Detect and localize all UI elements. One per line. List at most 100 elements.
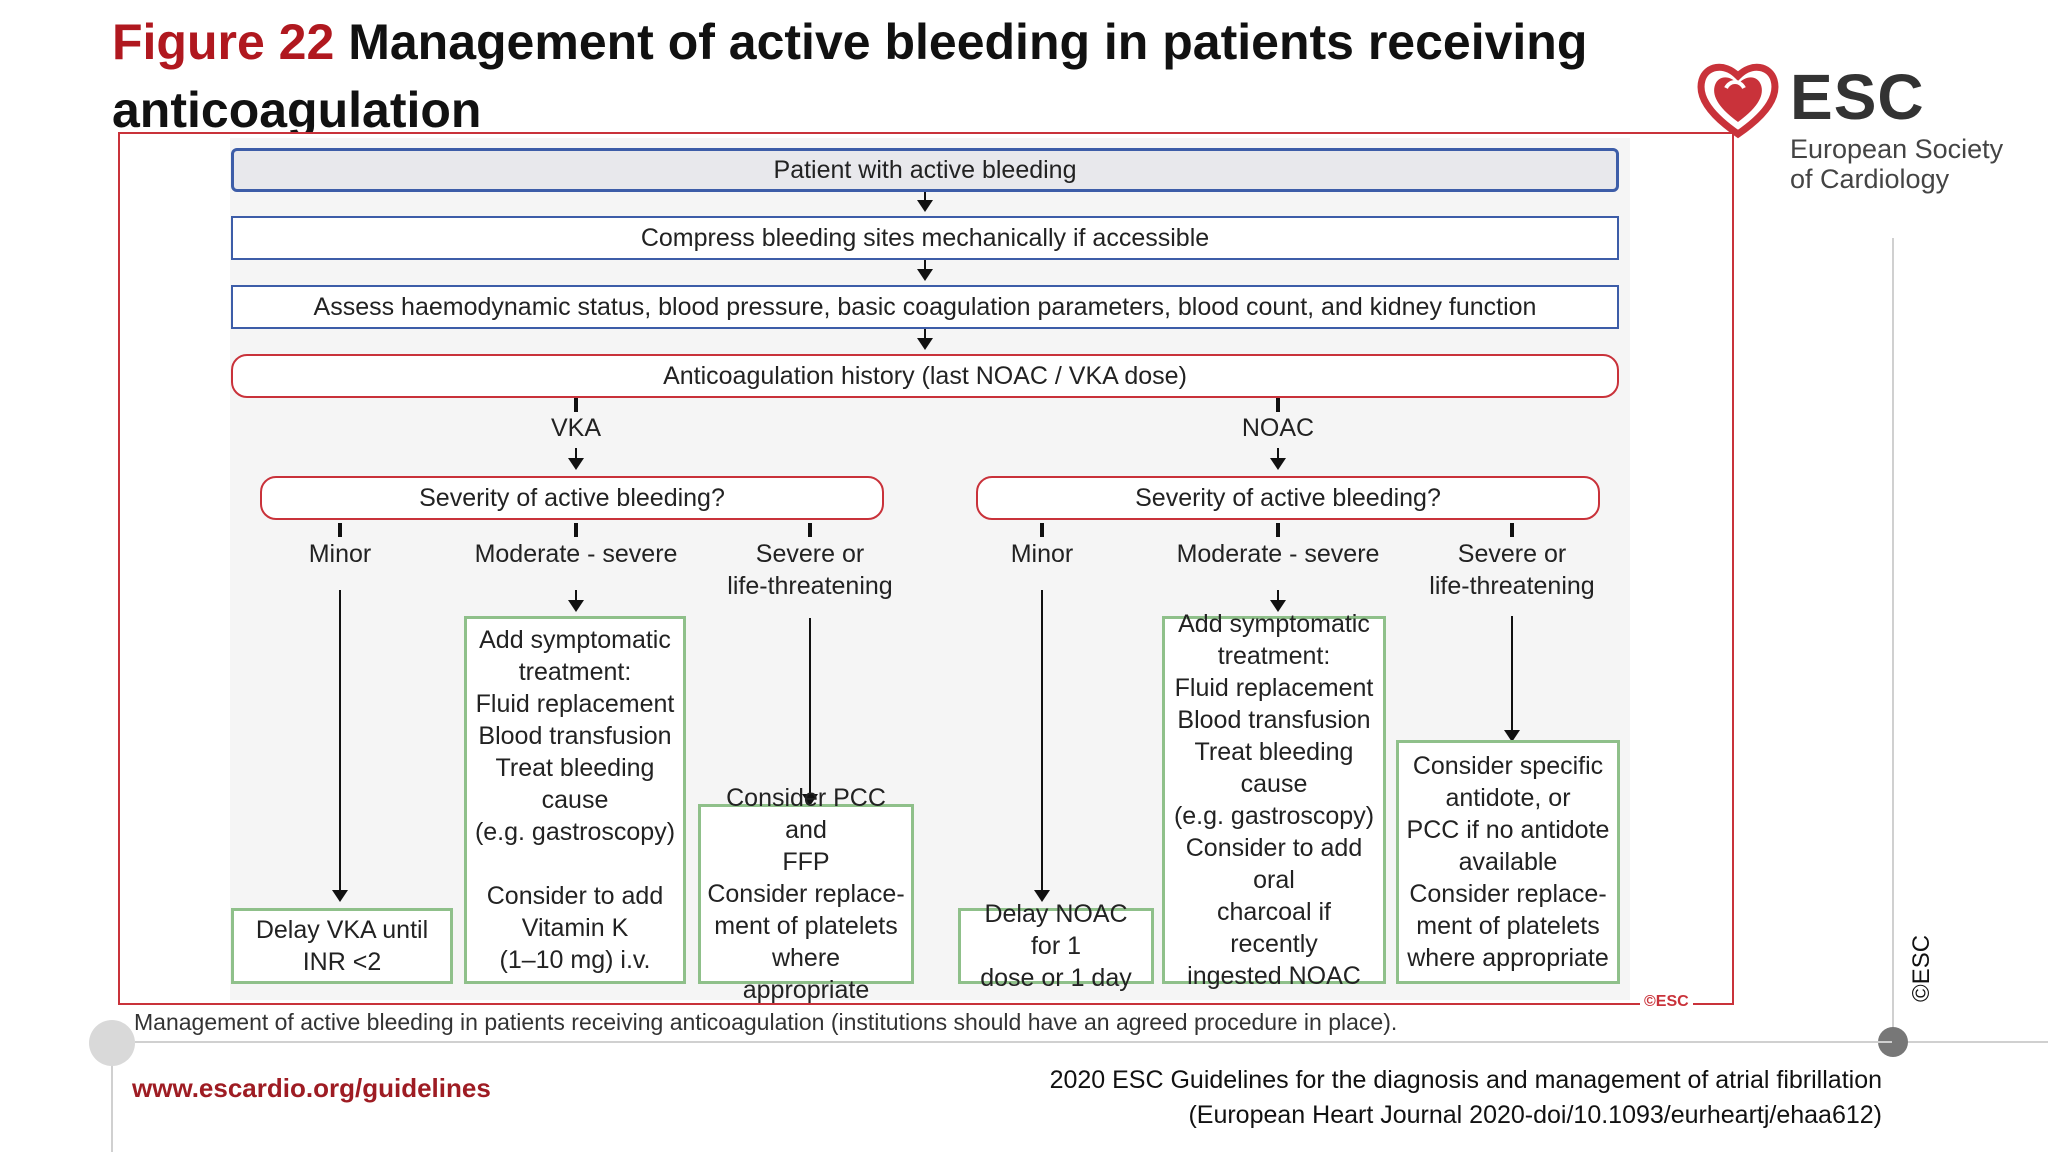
- noac-minor-label: Minor: [1010, 540, 1074, 568]
- arrow-down-icon: [802, 794, 818, 806]
- vka-moderate-label: Moderate - severe: [474, 540, 678, 568]
- connector: [1511, 616, 1513, 732]
- connector: [924, 192, 926, 202]
- noac-severe-line-2: life-threatening: [1429, 572, 1595, 600]
- branch-tick: [574, 398, 578, 412]
- step-compress: Compress bleeding sites mechanically if …: [231, 216, 1619, 260]
- branch-tick: [1276, 523, 1280, 537]
- diagram-copyright: ©ESC: [1640, 993, 1693, 1011]
- vka-moderate-line: (e.g. gastroscopy): [474, 818, 676, 846]
- connector: [809, 618, 811, 796]
- arrow-down-icon: [917, 269, 933, 281]
- vka-severe-line: ment of platelets: [714, 912, 898, 940]
- arrow-down-icon: [917, 338, 933, 350]
- guidelines-link[interactable]: www.escardio.org/guidelines: [132, 1073, 491, 1103]
- noac-moderate-action: Add symptomatic treatment: Fluid replace…: [1162, 610, 1386, 990]
- arrow-down-icon: [1034, 890, 1050, 902]
- noac-moderate-line: charcoal if recently: [1217, 898, 1331, 958]
- branch-tick: [338, 523, 342, 537]
- vka-minor-label: Minor: [308, 540, 372, 568]
- heart-logo-icon: [1697, 63, 1779, 139]
- branch-tick: [1040, 523, 1044, 537]
- arrow-down-icon: [1504, 730, 1520, 742]
- step-active-bleeding: Patient with active bleeding: [231, 148, 1619, 192]
- noac-severe-line: ment of platelets: [1416, 912, 1600, 940]
- step-anticoag-history-text: Anticoagulation history (last NOAC / VKA…: [663, 362, 1187, 390]
- noac-moderate-line: Blood transfusion: [1177, 706, 1371, 734]
- connector: [575, 448, 577, 460]
- vka-severe-line-2: life-threatening: [727, 572, 893, 600]
- logo-brand: ESC: [1790, 61, 1925, 133]
- arrow-down-icon: [568, 458, 584, 470]
- branch-tick: [1510, 523, 1514, 537]
- branch-tick: [574, 523, 578, 537]
- vka-severity: Severity of active bleeding?: [260, 476, 884, 520]
- noac-moderate-line: (e.g. gastroscopy): [1173, 802, 1375, 830]
- vka-moderate-line: Add symptomatic: [479, 626, 671, 654]
- vka-moderate-line: Blood transfusion: [478, 722, 672, 750]
- vka-minor-action-line-1: Delay VKA until: [255, 916, 429, 944]
- step-active-bleeding-text: Patient with active bleeding: [773, 156, 1077, 184]
- arrow-down-icon: [568, 600, 584, 612]
- noac-severe-action: Consider specific antidote, or PCC if no…: [1396, 740, 1620, 984]
- reference-line-2: (European Heart Journal 2020-doi/10.1093…: [1188, 1101, 1882, 1129]
- logo-line-2: of Cardiology: [1790, 164, 1950, 194]
- noac-severe-line: Consider specific: [1412, 752, 1604, 780]
- branch-tick: [808, 523, 812, 537]
- step-compress-text: Compress bleeding sites mechanically if …: [640, 224, 1210, 252]
- vka-minor-action: Delay VKA until INR <2: [231, 908, 453, 984]
- flowchart: Patient with active bleeding Compress bl…: [230, 138, 1630, 1004]
- noac-moderate-line: Add symptomatic: [1178, 610, 1370, 638]
- arrow-down-icon: [1270, 458, 1286, 470]
- noac-moderate-line: cause: [1240, 770, 1308, 798]
- vka-severe-label: Severe or life-threatening: [710, 538, 910, 602]
- vka-label: VKA: [550, 414, 602, 442]
- noac-moderate-line: ingested NOAC: [1187, 962, 1361, 990]
- noac-severe-label: Severe or life-threatening: [1412, 538, 1612, 602]
- noac-label: NOAC: [1241, 414, 1315, 442]
- step-assess-text: Assess haemodynamic status, blood pressu…: [313, 293, 1537, 321]
- vka-severe-line: Consider PCC and: [726, 784, 886, 844]
- step-assess: Assess haemodynamic status, blood pressu…: [231, 285, 1619, 329]
- vka-moderate-line: Treat bleeding: [495, 754, 655, 782]
- noac-moderate-line: Treat bleeding: [1194, 738, 1354, 766]
- right-rail-line: [1906, 1041, 2048, 1043]
- connector: [1041, 590, 1043, 890]
- connector: [1277, 448, 1279, 460]
- vka-severe-line: Consider replace-: [707, 880, 905, 908]
- vka-minor-action-line-2: INR <2: [302, 948, 382, 976]
- bottom-rule: [135, 1041, 1892, 1043]
- vka-severity-text: Severity of active bleeding?: [419, 484, 725, 512]
- vka-moderate-line: treatment:: [518, 658, 632, 686]
- vka-moderate-action: Add symptomatic treatment: Fluid replace…: [464, 616, 686, 984]
- noac-severe-line: antidote, or: [1445, 784, 1571, 812]
- arrow-down-icon: [332, 890, 348, 902]
- vka-moderate-line: Fluid replacement: [475, 690, 675, 718]
- noac-minor-action: Delay NOAC for 1 dose or 1 day: [958, 900, 1154, 992]
- figure-label: Figure 22: [112, 14, 335, 70]
- vka-moderate-line: Consider to add: [486, 882, 664, 910]
- page-title: Figure 22 Management of active bleeding …: [112, 8, 1672, 144]
- side-copyright: ©ESC: [1908, 934, 1935, 1002]
- left-rail-dot: [89, 1020, 135, 1066]
- vka-severe-action: Consider PCC and FFP Consider replace- m…: [698, 784, 914, 1004]
- noac-moderate-line: Consider to add oral: [1185, 834, 1363, 894]
- noac-severity-text: Severity of active bleeding?: [1135, 484, 1441, 512]
- noac-severe-line-1: Severe or: [1457, 540, 1567, 568]
- figure-title: Management of active bleeding in patient…: [112, 14, 1588, 138]
- noac-severe-line: Consider replace-: [1409, 880, 1607, 908]
- left-rail: [111, 1045, 113, 1152]
- noac-minor-action-line-1: Delay NOAC for 1: [984, 900, 1128, 960]
- right-rail: [1892, 238, 1894, 1038]
- vka-severe-line-1: Severe or: [755, 540, 865, 568]
- arrow-down-icon: [1270, 600, 1286, 612]
- noac-severe-line: available: [1458, 848, 1558, 876]
- figure-caption: Management of active bleeding in patient…: [134, 1009, 1398, 1035]
- esc-logo: ESC European Society of Cardiology: [1696, 58, 2003, 208]
- step-anticoag-history: Anticoagulation history (last NOAC / VKA…: [231, 354, 1619, 398]
- noac-moderate-line: Fluid replacement: [1174, 674, 1374, 702]
- reference-line-1: 2020 ESC Guidelines for the diagnosis an…: [1049, 1066, 1882, 1094]
- arrow-down-icon: [917, 200, 933, 212]
- connector: [924, 260, 926, 270]
- connector: [1277, 590, 1279, 602]
